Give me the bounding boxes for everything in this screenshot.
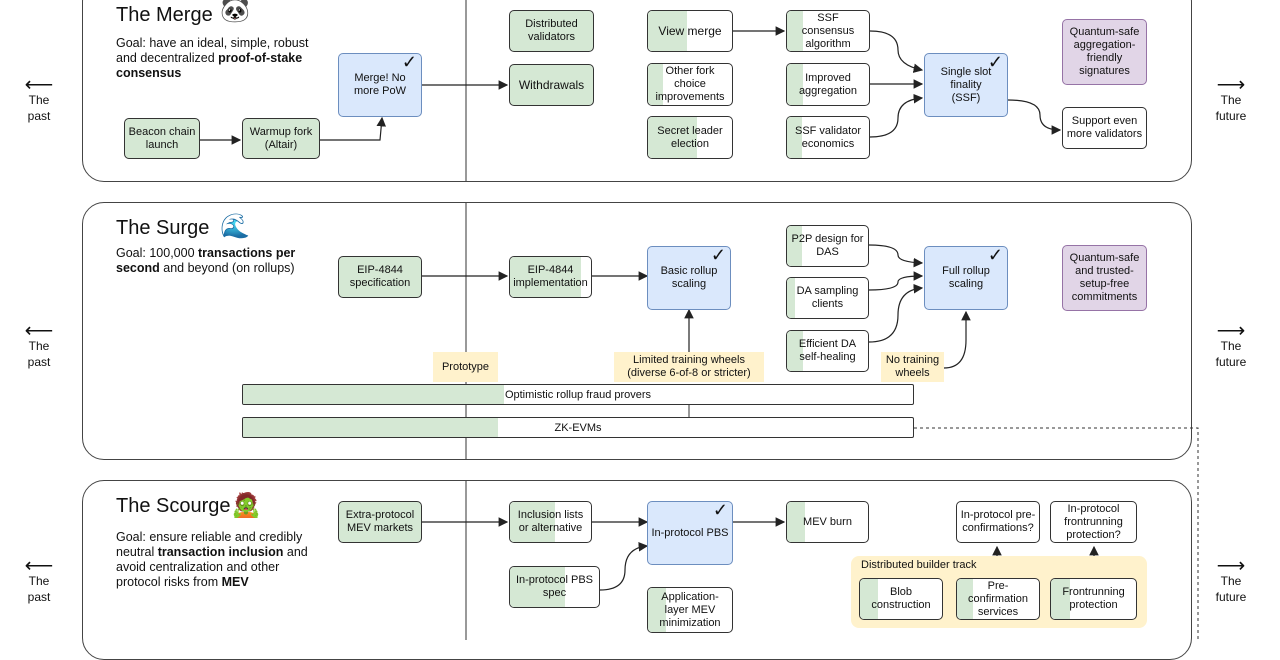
past-label-scourge: ⟵The past	[24, 555, 54, 604]
surge-title: The Surge	[116, 217, 210, 239]
builder-track-title: Distributed builder track	[861, 559, 977, 571]
node-full-rollup-scaling: ✓Full rollup scaling	[924, 246, 1008, 310]
label-no-training-wheels: No training wheels	[881, 352, 944, 382]
merge-title: The Merge	[116, 4, 213, 26]
node-beacon-chain-launch: Beacon chain launch	[124, 118, 200, 159]
future-label-merge: ⟶The future	[1215, 74, 1247, 123]
node-efficient-da: Efficient DA self-healing	[786, 330, 869, 372]
scourge-title: The Scourge	[116, 495, 231, 517]
future-label-surge: ⟶The future	[1215, 320, 1247, 369]
node-pre-confirmations: In-protocol pre-confirmations?	[956, 501, 1040, 543]
node-frontrunning-protection-q: In-protocol frontrunning protection?	[1050, 501, 1137, 543]
node-blob-construction: Blob construction	[859, 578, 943, 620]
panda-icon: 🐼	[220, 0, 250, 24]
node-eip4844-spec: EIP-4844 specification	[338, 256, 422, 298]
track-optimistic-rollup: Optimistic rollup fraud provers	[242, 384, 914, 405]
node-basic-rollup-scaling: ✓Basic rollup scaling	[647, 246, 731, 310]
node-withdrawals: Withdrawals	[509, 64, 594, 106]
node-app-layer-mev: Application-layer MEV minimization	[647, 587, 733, 633]
node-p2p-design: P2P design for DAS	[786, 225, 869, 267]
node-improved-aggregation: Improved aggregation	[786, 63, 870, 106]
merge-goal: Goal: have an ideal, simple, robust and …	[116, 36, 309, 80]
node-eip4844-impl: EIP-4844 implementation	[509, 256, 592, 298]
node-single-slot-finality: ✓Single slot finality (SSF)	[924, 53, 1008, 117]
past-label-surge: ⟵The past	[24, 320, 54, 369]
node-extra-protocol-mev: Extra-protocol MEV markets	[338, 501, 422, 543]
scourge-goal: Goal: ensure reliable and credibly neutr…	[116, 530, 308, 589]
track-zk-evms: ZK-EVMs	[242, 417, 914, 438]
node-merge: ✓Merge! No more PoW	[338, 53, 422, 117]
worried-face-icon: 🧟	[231, 492, 261, 519]
node-other-fork-choice: Other fork choice improvements	[647, 63, 733, 106]
node-view-merge: View merge	[647, 10, 733, 52]
node-in-protocol-pbs: ✓In-protocol PBS	[647, 501, 733, 565]
wave-icon: 🌊	[220, 213, 250, 240]
node-quantum-safe-commitments: Quantum-safe and trusted-setup-free comm…	[1062, 245, 1147, 311]
label-limited-training-wheels: Limited training wheels (diverse 6-of-8 …	[614, 352, 764, 382]
label-prototype: Prototype	[433, 352, 498, 382]
node-ssf-validator-economics: SSF validator economics	[786, 116, 870, 159]
node-da-sampling: DA sampling clients	[786, 277, 869, 319]
connector-lines	[200, 0, 1199, 640]
node-warmup-fork: Warmup fork (Altair)	[242, 118, 320, 159]
node-distributed-validators: Distributed validators	[509, 10, 594, 52]
node-secret-leader-election: Secret leader election	[647, 116, 733, 159]
node-inclusion-lists: Inclusion lists or alternative	[509, 501, 592, 543]
past-label-merge: ⟵The past	[24, 74, 54, 123]
future-label-scourge: ⟶The future	[1215, 555, 1247, 604]
node-preconf-services: Pre-confirmation services	[956, 578, 1040, 620]
node-pbs-spec: In-protocol PBS spec	[509, 566, 600, 608]
node-support-more-validators: Support even more validators	[1062, 107, 1147, 149]
node-mev-burn: MEV burn	[786, 501, 869, 543]
node-frontrunning-protection: Frontrunning protection	[1050, 578, 1137, 620]
surge-goal: Goal: 100,000 transactions per second an…	[116, 246, 296, 275]
node-ssf-consensus: SSF consensus algorithm	[786, 10, 870, 52]
node-quantum-safe-signatures: Quantum-safe aggregation-friendly signat…	[1062, 19, 1147, 85]
